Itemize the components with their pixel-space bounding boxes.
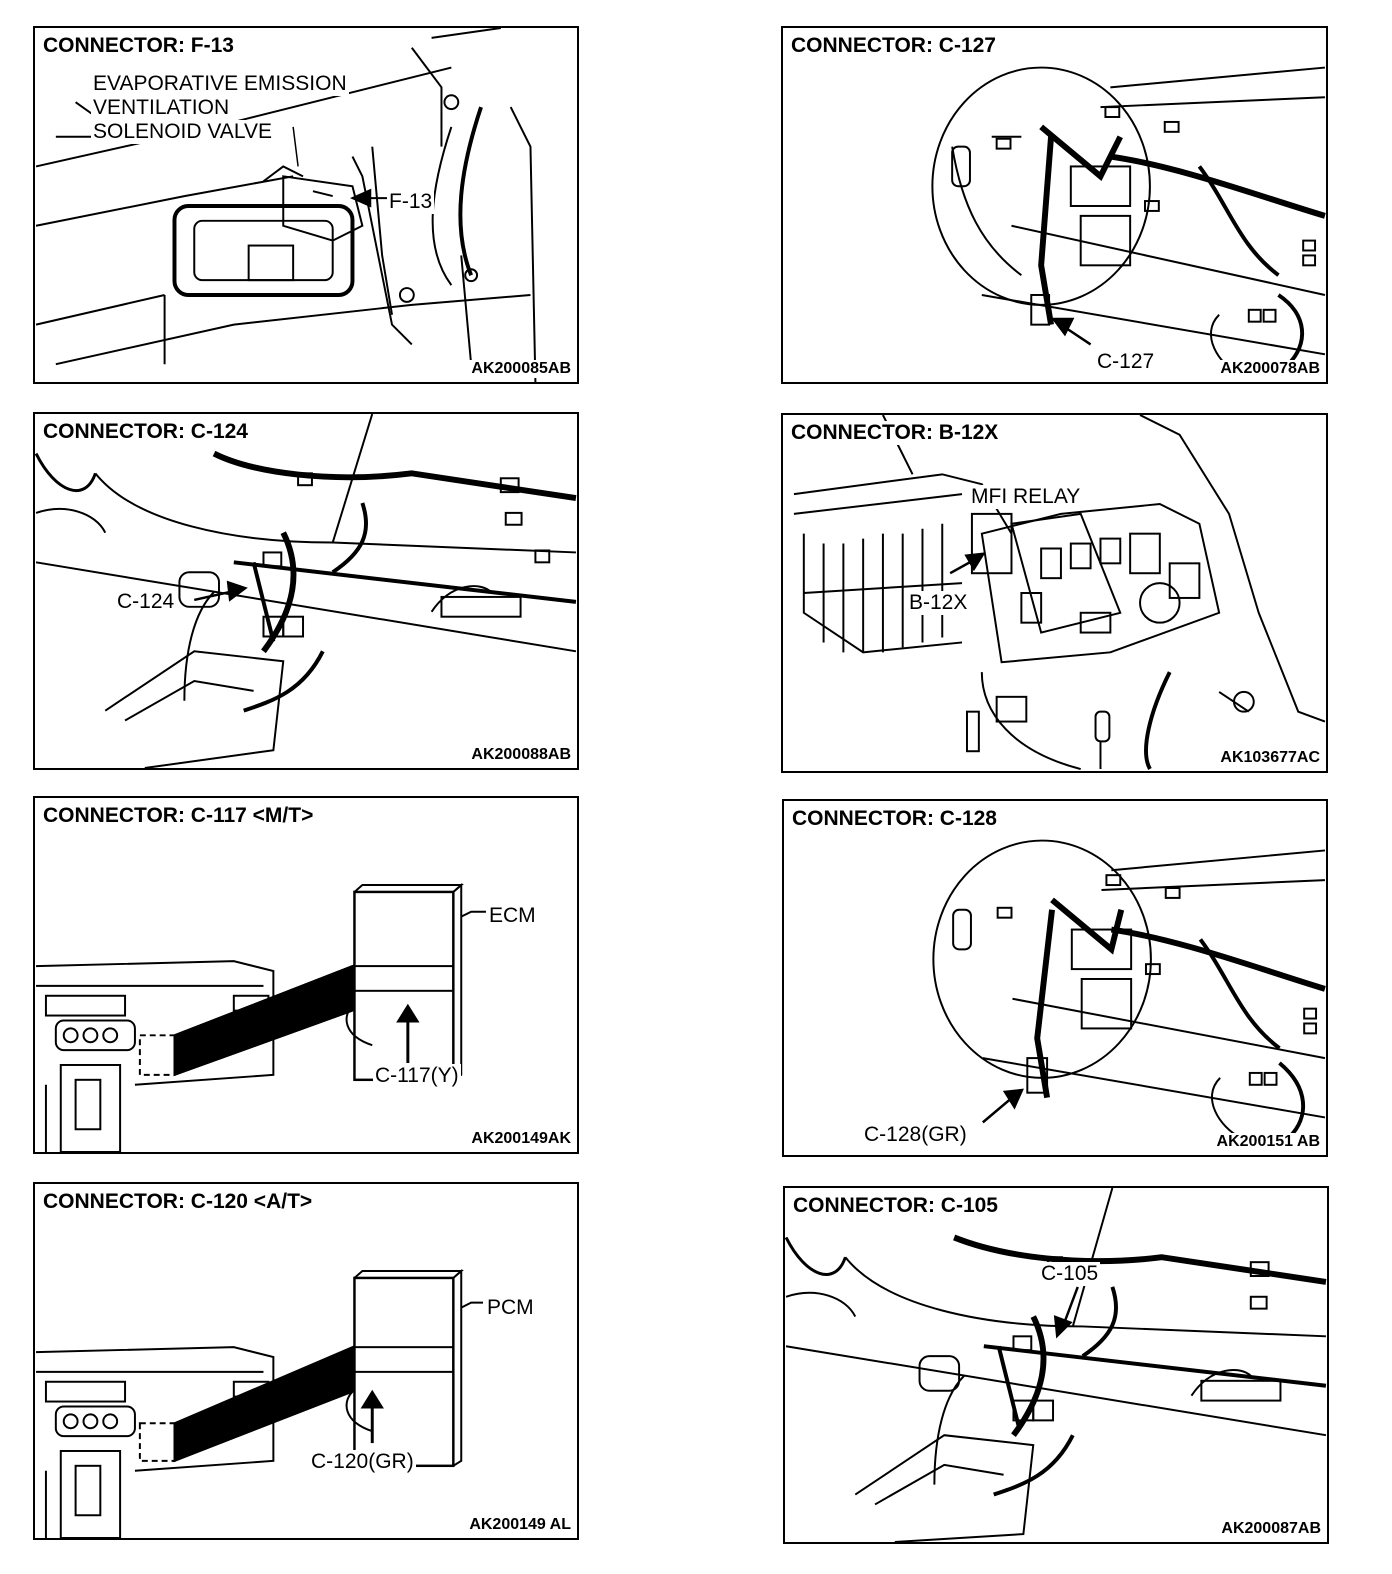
panel-title: CONNECTOR: C-105 xyxy=(793,1194,1002,1218)
connector-callout: C-117(Y) xyxy=(373,1064,461,1088)
connector-callout: C-120(GR) xyxy=(309,1450,416,1474)
panel-title: CONNECTOR: F-13 xyxy=(43,34,238,58)
illustration-c128 xyxy=(932,839,1326,1139)
component-label: ECM xyxy=(487,904,538,928)
connector-callout: C-128(GR) xyxy=(862,1123,969,1147)
panel-title: CONNECTOR: C-117 <M/T> xyxy=(43,804,318,828)
figure-code: AK200088AB xyxy=(467,746,571,764)
illustration-c127 xyxy=(931,66,1326,375)
illustration-c120 xyxy=(36,1268,483,1538)
figure-code: AK200151 AB xyxy=(1212,1133,1320,1151)
component-label-line1: EVAPORATIVE EMISSION xyxy=(91,72,349,96)
panel-connector-c105: CONNECTOR: C-105 C-105 AK200087AB xyxy=(783,1186,1329,1544)
panel-title: CONNECTOR: C-127 xyxy=(791,34,1000,58)
figure-code: AK103677AC xyxy=(1216,749,1320,767)
component-label-line3: SOLENOID VALVE xyxy=(91,120,274,144)
panel-connector-c124: CONNECTOR: C-124 C-124 AK200088AB xyxy=(33,412,579,770)
illustration-c105 xyxy=(785,1188,1327,1542)
component-label: MFI RELAY xyxy=(969,485,1083,509)
connector-callout: F-13 xyxy=(387,190,435,214)
figure-code: AK200087AB xyxy=(1217,1520,1321,1538)
connector-callout: B-12X xyxy=(907,591,970,615)
illustration-c117 xyxy=(36,882,486,1152)
panel-connector-c127: CONNECTOR: C-127 C-127 AK200078AB xyxy=(781,26,1328,384)
figure-code: AK200085AB xyxy=(467,360,571,378)
panel-title: CONNECTOR: C-124 xyxy=(43,420,252,444)
connector-callout: C-124 xyxy=(115,590,177,614)
panel-connector-c117: CONNECTOR: C-117 <M/T> ECM C-117(Y) AK20… xyxy=(33,796,579,1154)
figure-code: AK200078AB xyxy=(1216,360,1320,378)
connector-callout: C-105 xyxy=(1039,1262,1101,1286)
panel-connector-c128: CONNECTOR: C-128 C-128(GR) AK200151 AB xyxy=(782,799,1328,1157)
connector-callout: C-127 xyxy=(1095,350,1157,374)
panel-title: CONNECTOR: B-12X xyxy=(791,421,1003,445)
panel-connector-f13: CONNECTOR: F-13 EVAPORATIVE EMISSION VEN… xyxy=(33,26,579,384)
illustration-b12x xyxy=(793,415,1326,770)
component-label-line2: VENTILATION xyxy=(91,96,232,120)
panel-title: CONNECTOR: C-120 <A/T> xyxy=(43,1190,317,1214)
panel-title: CONNECTOR: C-128 xyxy=(792,807,1001,831)
component-label: PCM xyxy=(485,1296,536,1320)
figure-code: AK200149 AL xyxy=(465,1516,571,1534)
panel-connector-c120: CONNECTOR: C-120 <A/T> PCM C-120(GR) AK2… xyxy=(33,1182,579,1540)
panel-connector-b12x: CONNECTOR: B-12X MFI RELAY B-12X AK10367… xyxy=(781,413,1328,773)
illustration-c124 xyxy=(35,414,577,768)
figure-code: AK200149AK xyxy=(467,1130,571,1148)
